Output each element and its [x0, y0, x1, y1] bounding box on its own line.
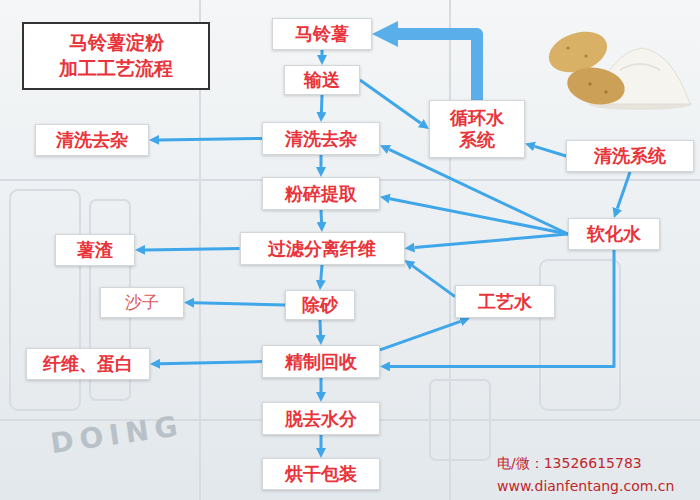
flow-arrow — [380, 321, 461, 350]
process-box: 过滤分离纤维 — [240, 232, 405, 265]
box-label: 输送 — [304, 69, 340, 91]
process-box: 清洗去杂 — [262, 122, 380, 155]
flow-arrow — [320, 155, 323, 167]
water-system-box: 循环水 系统 — [429, 100, 525, 158]
box-label: 粉碎提取 — [285, 183, 357, 205]
process-box: 精制回收 — [262, 345, 380, 378]
flow-arrow — [319, 320, 323, 335]
water-system-box: 清洗系统 — [566, 140, 694, 172]
flow-arrow — [320, 95, 324, 112]
flow-arrow — [320, 378, 323, 392]
process-box: 烘干包装 — [262, 458, 380, 490]
flow-arrow — [617, 172, 630, 209]
output-box: 纤维、蛋白 — [26, 348, 150, 380]
process-box: 除砂 — [285, 290, 355, 320]
flow-arrow — [413, 266, 455, 297]
process-box: 马铃薯 — [272, 18, 372, 50]
box-label: 循环水 系统 — [430, 107, 524, 150]
flow-arrow — [390, 250, 614, 366]
box-label: 沙子 — [125, 292, 159, 312]
water-system-box: 工艺水 — [455, 285, 555, 318]
box-label: 软化水 — [587, 223, 641, 245]
box-label: 纤维、蛋白 — [43, 353, 133, 375]
website-url: www.dianfentang.com.cn — [497, 478, 674, 494]
title-box: 马铃薯淀粉 加工工艺流程 — [22, 22, 210, 90]
box-label: 脱去水分 — [285, 408, 357, 430]
flow-arrow — [194, 303, 285, 305]
contact-phone: 电/微：13526615783 — [497, 455, 642, 473]
flow-arrow — [145, 249, 240, 250]
return-arrow — [398, 34, 477, 100]
water-system-box: 软化水 — [568, 218, 660, 250]
flow-arrow — [320, 210, 324, 222]
box-label: 清洗去杂 — [285, 128, 357, 150]
flow-arrow — [159, 139, 262, 140]
box-label: 清洗系统 — [594, 145, 666, 167]
title-text: 马铃薯淀粉 加工工艺流程 — [24, 30, 208, 81]
process-box: 粉碎提取 — [262, 177, 380, 210]
box-label: 精制回收 — [285, 351, 357, 373]
box-label: 清洗去杂 — [56, 129, 128, 151]
process-box: 脱去水分 — [262, 402, 380, 435]
flow-arrow — [415, 234, 569, 248]
output-box: 薯渣 — [55, 234, 135, 266]
box-label: 马铃薯 — [295, 23, 349, 45]
process-box: 输送 — [284, 65, 360, 95]
output-box: 沙子 — [100, 287, 184, 318]
output-box: 清洗去杂 — [35, 124, 149, 156]
box-label: 除砂 — [302, 294, 338, 316]
flow-arrow — [389, 149, 568, 234]
flow-arrow — [320, 435, 323, 448]
box-label: 过滤分离纤维 — [268, 238, 376, 260]
flow-arrow — [360, 80, 421, 123]
flow-arrow — [160, 362, 262, 364]
flow-arrow — [390, 199, 568, 234]
flow-arrow — [321, 265, 322, 280]
box-label: 烘干包装 — [285, 463, 357, 485]
box-label: 薯渣 — [77, 239, 113, 261]
box-label: 工艺水 — [478, 291, 532, 313]
potato-starch-illustration — [544, 25, 692, 110]
flow-arrow — [321, 50, 324, 55]
flow-arrow — [535, 146, 566, 156]
